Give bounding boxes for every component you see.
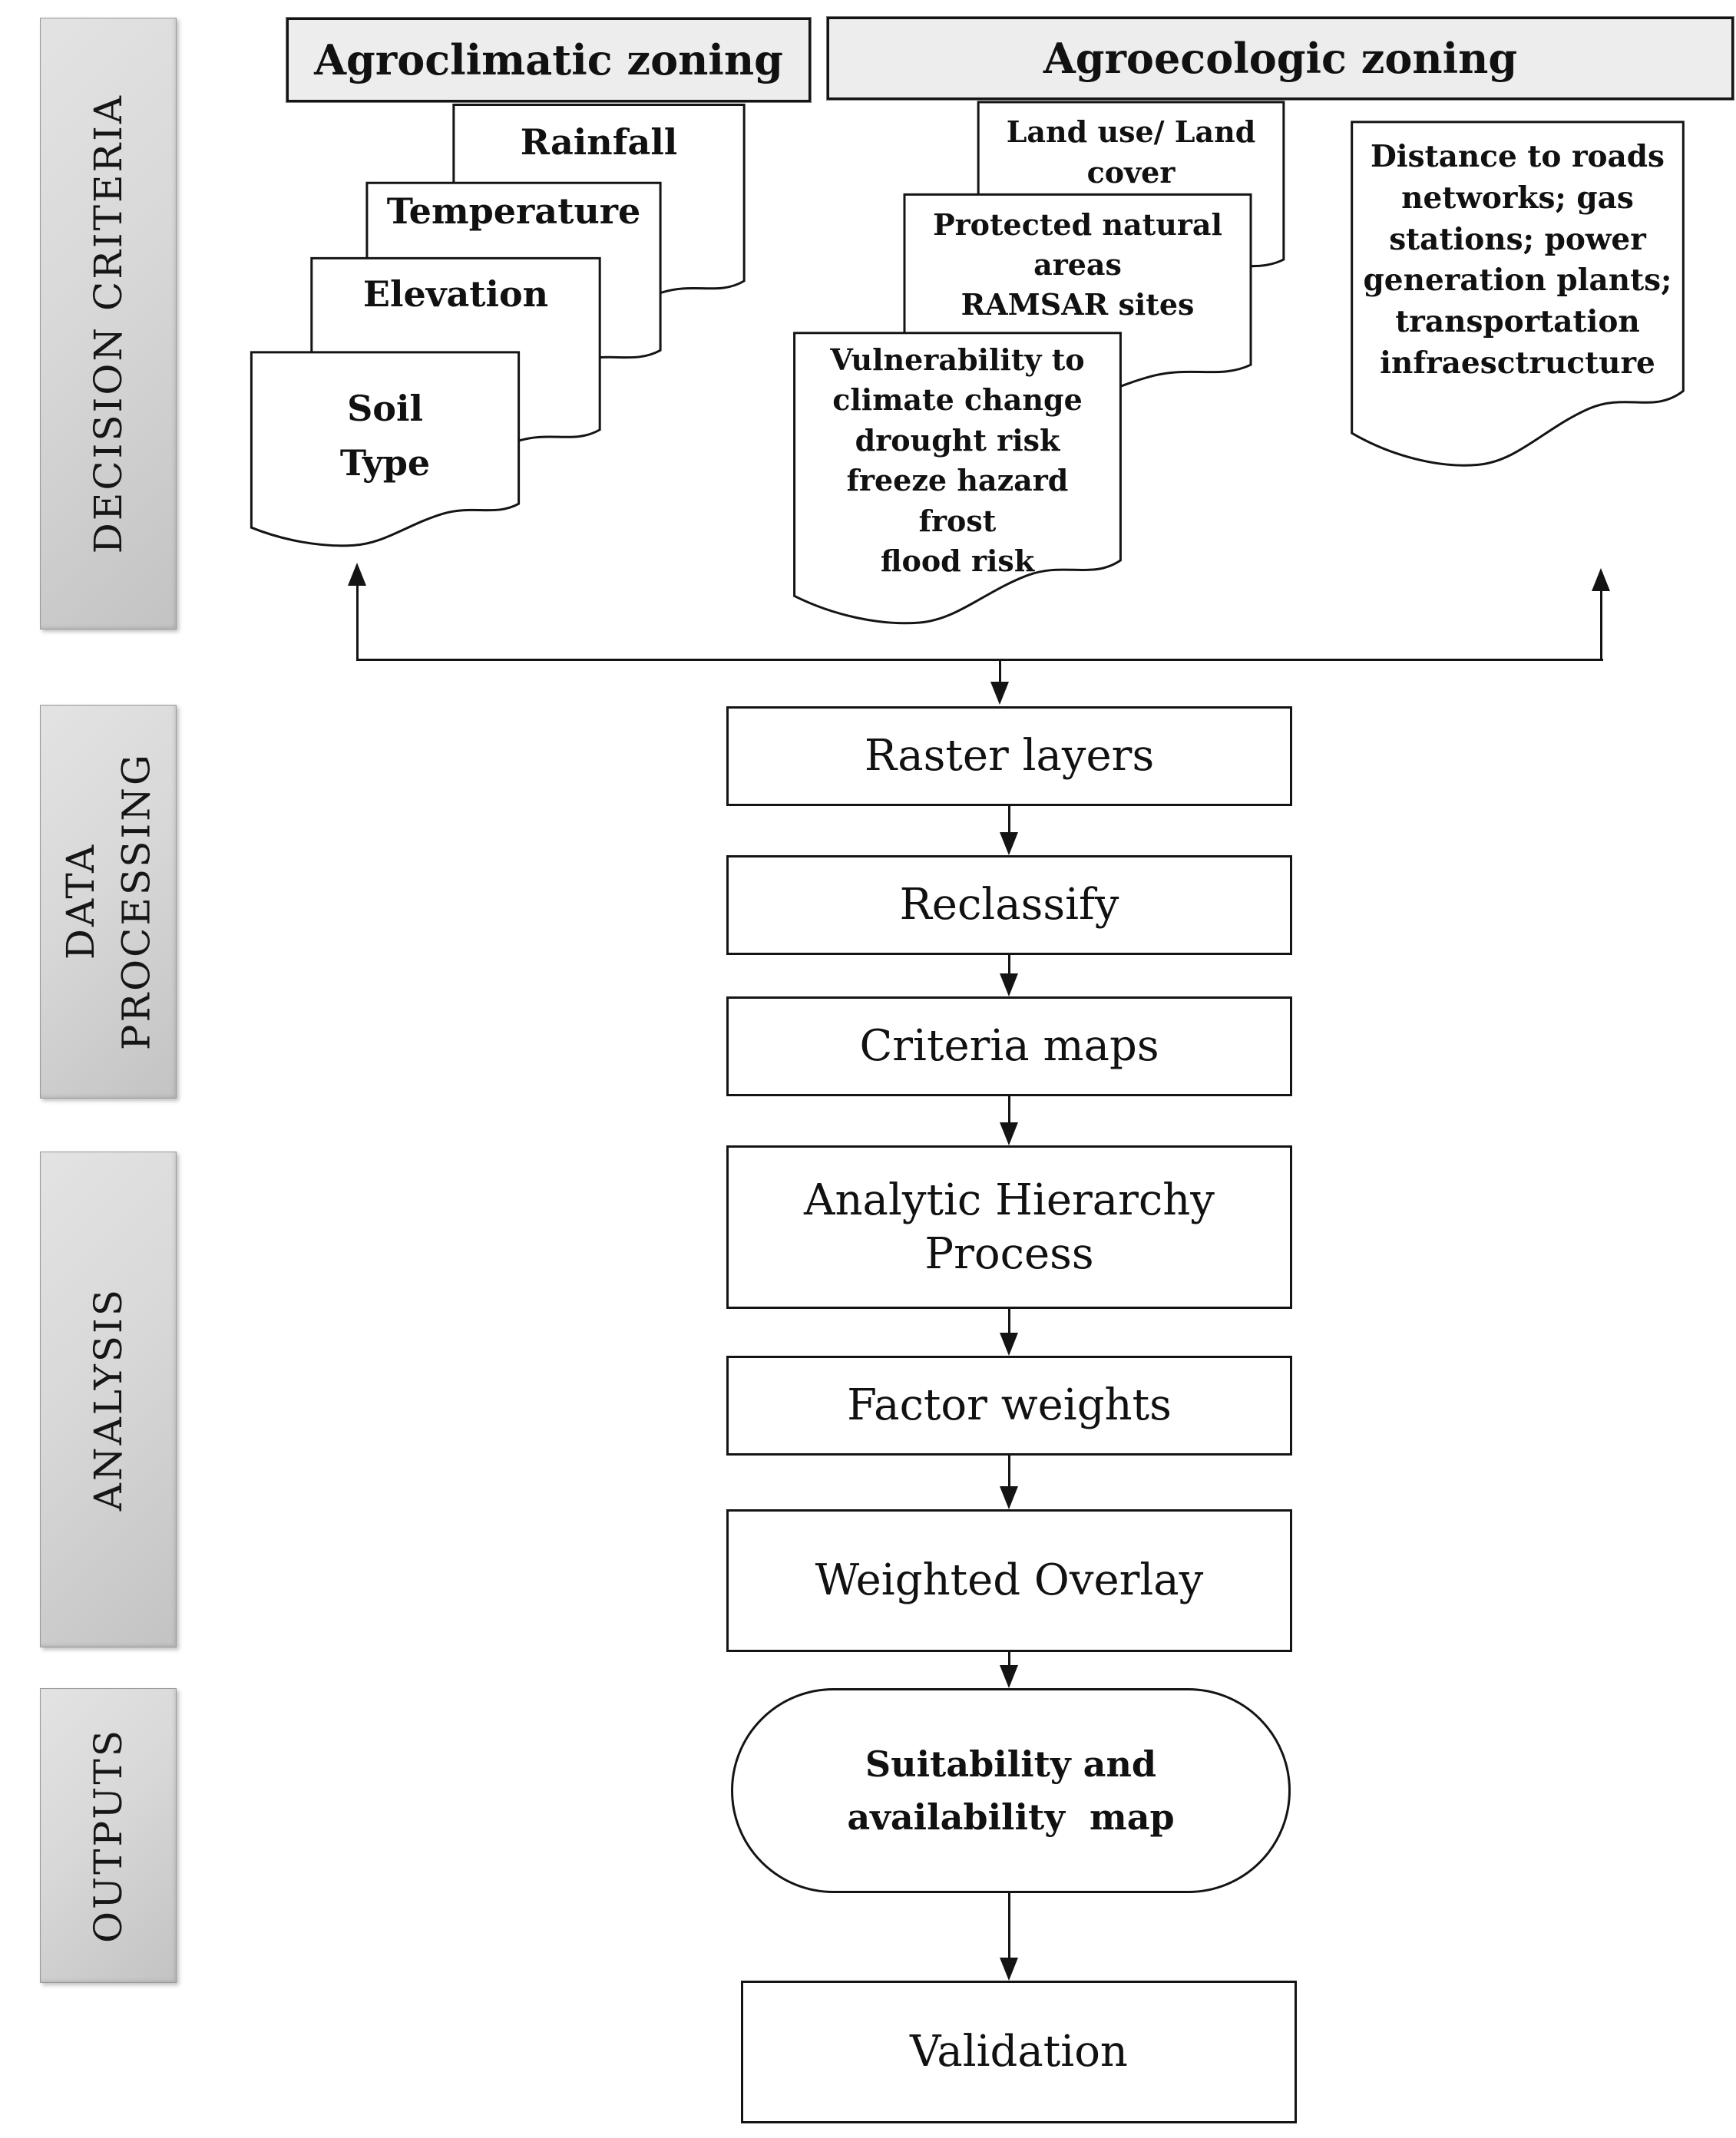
step-label: Reclassify xyxy=(899,880,1119,930)
doc-label: Rainfall xyxy=(520,121,678,163)
arrow-up-icon xyxy=(1592,568,1610,591)
sidebar-label: ANALYSIS xyxy=(85,1287,131,1512)
output-label: availability map xyxy=(847,1796,1175,1838)
doc-label: Elevation xyxy=(362,273,549,315)
doc-label: Distance to roads networks; gas stations… xyxy=(1363,139,1672,382)
header-agroclimatic-zoning: Agroclimatic zoning xyxy=(286,18,811,102)
step-label: Raster layers xyxy=(864,731,1155,781)
step-weighted-overlay: Weighted Overlay xyxy=(726,1509,1292,1652)
sidebar-section-decision-criteria: DECISION CRITERIA xyxy=(40,18,177,630)
step-label: Criteria maps xyxy=(859,1021,1159,1071)
document-shape xyxy=(247,349,523,547)
connector-line xyxy=(1008,1309,1010,1334)
arrow-down-icon xyxy=(1000,1333,1018,1356)
arrow-down-icon xyxy=(1000,1486,1018,1509)
step-reclassify: Reclassify xyxy=(726,855,1292,955)
document-shape xyxy=(1347,117,1688,468)
doc-vulnerability: Vulnerability to climate change drought … xyxy=(789,329,1126,626)
header-agroecologic-zoning: Agroecologic zoning xyxy=(827,17,1734,100)
sidebar-section-data-processing: DATA PROCESSING xyxy=(40,705,177,1099)
connector-line xyxy=(1008,1456,1010,1488)
connector-line xyxy=(1008,1893,1010,1959)
sidebar-label: DATA PROCESSING xyxy=(58,752,159,1051)
arrow-up-icon xyxy=(348,563,366,586)
sidebar-label: DECISION CRITERIA xyxy=(85,93,131,554)
step-label: Validation xyxy=(910,2027,1128,2077)
sidebar-section-analysis: ANALYSIS xyxy=(40,1152,177,1647)
doc-label: Protected natural areas RAMSAR sites xyxy=(933,207,1222,322)
step-analytic-hierarchy-process: Analytic Hierarchy Process xyxy=(726,1145,1292,1309)
output-suitability-map: Suitability and availability map xyxy=(731,1688,1291,1893)
connector-line xyxy=(1008,806,1010,834)
arrow-down-icon xyxy=(990,682,1009,705)
sidebar-label: OUTPUTS xyxy=(85,1728,131,1943)
doc-label: Soil Type xyxy=(339,388,431,484)
output-label: Suitability and xyxy=(865,1743,1157,1785)
connector-line xyxy=(1008,955,1010,975)
arrow-down-icon xyxy=(1000,1122,1018,1145)
arrow-down-icon xyxy=(1000,973,1018,996)
sidebar-section-outputs: OUTPUTS xyxy=(40,1688,177,1983)
connector-line xyxy=(999,661,1001,683)
step-criteria-maps: Criteria maps xyxy=(726,996,1292,1096)
step-factor-weights: Factor weights xyxy=(726,1356,1292,1456)
connector-line xyxy=(357,659,1603,661)
connector-line xyxy=(1008,1652,1010,1667)
step-validation: Validation xyxy=(741,1981,1297,2123)
arrow-down-icon xyxy=(1000,832,1018,855)
doc-label: Land use/ Land cover xyxy=(1006,114,1256,190)
connector-line xyxy=(1008,1096,1010,1124)
connector-line xyxy=(1600,590,1602,661)
step-raster-layers: Raster layers xyxy=(726,706,1292,806)
arrow-down-icon xyxy=(1000,1665,1018,1688)
doc-distance-infrastructure: Distance to roads networks; gas stations… xyxy=(1347,117,1688,468)
doc-label: Vulnerability to climate change drought … xyxy=(830,342,1085,579)
arrow-down-icon xyxy=(1000,1958,1018,1981)
header-label: Agroclimatic zoning xyxy=(314,35,783,84)
step-label: Analytic Hierarchy xyxy=(804,1175,1215,1225)
connector-line xyxy=(356,584,359,661)
header-label: Agroecologic zoning xyxy=(1043,34,1518,83)
step-label: Process xyxy=(924,1228,1094,1279)
document-shape xyxy=(789,329,1126,626)
doc-soil-type: Soil Type xyxy=(247,349,523,547)
step-label: Factor weights xyxy=(847,1380,1172,1430)
doc-label: Temperature xyxy=(386,190,641,232)
step-label: Weighted Overlay xyxy=(815,1555,1204,1605)
